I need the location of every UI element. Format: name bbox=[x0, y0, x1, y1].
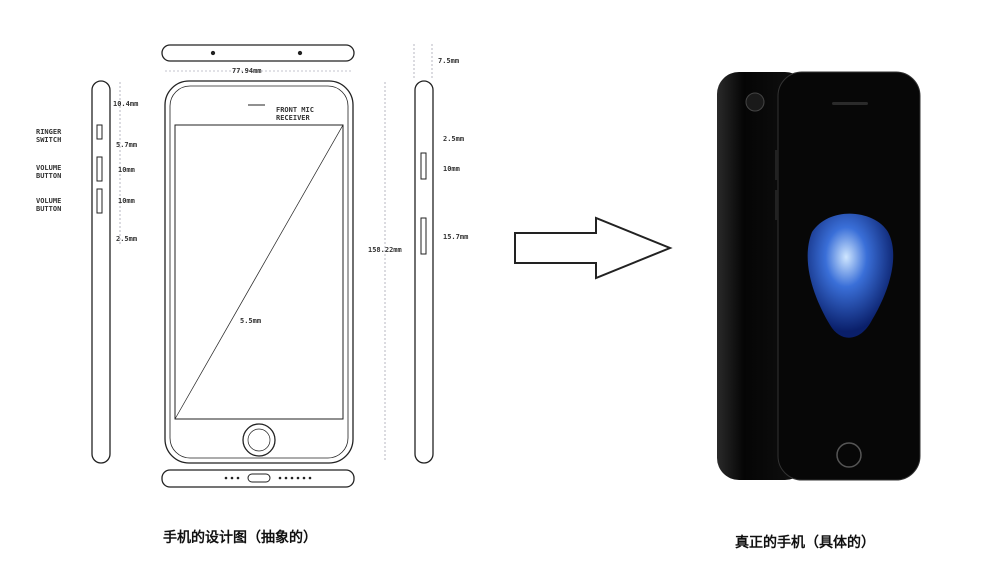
screen-label: 5.5mm bbox=[240, 317, 261, 325]
front-mic-label: RECEIVER bbox=[276, 114, 311, 122]
earpiece bbox=[832, 102, 868, 105]
vol-down-label: 10mm bbox=[118, 197, 135, 205]
top-gap-label: 10.4mm bbox=[113, 100, 138, 108]
blueprint-caption: 手机的设计图（抽象的） bbox=[163, 530, 317, 546]
top-view bbox=[161, 44, 355, 62]
dimension-labels: 77.94mm 158.22mm 7.5mm 5.5mm 10.4mm 5.7m… bbox=[36, 57, 468, 325]
bottom-view bbox=[161, 469, 355, 488]
screen-outline bbox=[174, 124, 344, 420]
blueprint-drawing bbox=[91, 44, 434, 488]
side-button bbox=[775, 150, 778, 180]
sleep-button-label: 15.7mm bbox=[443, 233, 468, 241]
depth-label: 7.5mm bbox=[438, 57, 459, 65]
right-side-view bbox=[414, 80, 434, 464]
ringer-size-label: 5.7mm bbox=[116, 141, 137, 149]
volume-button-label: VOLUME bbox=[36, 164, 61, 172]
left-side-view bbox=[91, 80, 111, 464]
ringer-switch-label: SWITCH bbox=[36, 136, 61, 144]
right-button-label: 10mm bbox=[443, 165, 460, 173]
left-gap-label: 2.5mm bbox=[116, 235, 137, 243]
vol-up-label: 10mm bbox=[118, 166, 135, 174]
water-drop-wallpaper bbox=[807, 213, 894, 338]
front-mic-label: FRONT MIC bbox=[276, 106, 314, 114]
real-phone-photo bbox=[717, 71, 921, 481]
front-view bbox=[164, 80, 354, 464]
right-gap-label: 2.5mm bbox=[443, 135, 464, 143]
volume-button-label: BUTTON bbox=[36, 205, 61, 213]
home-button bbox=[836, 442, 862, 468]
real-phone-caption: 真正的手机（具体的） bbox=[735, 535, 875, 551]
width-label: 77.94mm bbox=[232, 67, 262, 75]
right-arrow bbox=[514, 216, 673, 280]
home-button bbox=[242, 423, 276, 457]
side-button bbox=[775, 190, 778, 220]
camera-icon bbox=[745, 92, 765, 112]
volume-button-label: VOLUME bbox=[36, 197, 61, 205]
height-label: 158.22mm bbox=[368, 246, 402, 254]
volume-button-label: BUTTON bbox=[36, 172, 61, 180]
ringer-switch-label: RINGER bbox=[36, 128, 62, 136]
